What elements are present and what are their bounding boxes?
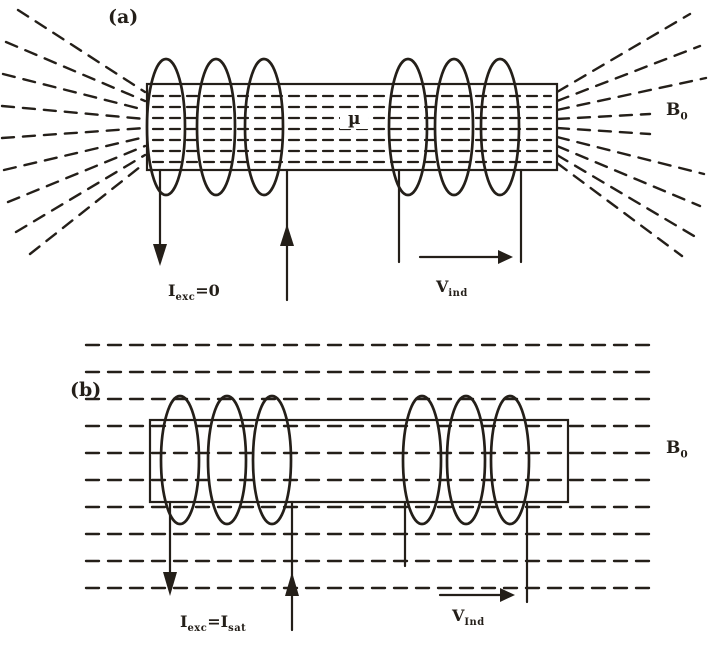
panel-b-tag: (b) [70,379,102,401]
pickup-coil-a [387,57,521,197]
field-symbol-b: B [666,438,681,458]
current-down-arrow-a [153,244,167,266]
excitation-subscript-a: exc [175,292,196,304]
field-symbol-a: B [666,100,681,120]
external-field-label-b: B0 [666,440,688,460]
field-lines-right-fan-a [555,12,708,258]
field-lines-left-fan-a [0,8,147,256]
field-subscript-b: 0 [680,448,689,461]
excitation-symbol-b: I [180,612,188,631]
external-field-label-a: B0 [666,102,688,122]
panel-a-tag: (a) [108,6,139,28]
field-subscript-a: 0 [680,110,689,123]
induced-voltage-right-arrow-a [498,250,513,264]
excitation-current-label-b: Iexc=Isat [180,614,246,634]
current-up-arrow-b [285,572,299,596]
excitation-symbol-a: I [168,281,176,300]
current-up-arrow-a [280,224,294,246]
induced-voltage-label-b: VInd [452,608,485,628]
excitation-current-label-a: Iexc=0 [168,283,220,303]
core-permeability-label-a: µ [340,110,369,129]
panel-a [0,8,708,302]
excitation-equals-b: =I [207,612,229,631]
voltage-symbol-b: V [452,606,465,625]
field-lines-uniform-b [84,343,660,590]
current-down-arrow-b [163,572,177,596]
core-bar-b [148,418,570,504]
excitation-coil-b [159,394,293,526]
pickup-coil-b [401,394,531,526]
voltage-subscript-a: ind [448,288,468,300]
excitation-value-a: =0 [195,281,220,300]
excitation-value-subscript-b: sat [228,623,247,635]
induced-voltage-label-a: Vind [436,279,468,299]
voltage-subscript-b: Ind [464,617,485,629]
voltage-symbol-a: V [436,277,449,296]
excitation-subscript-b: exc [187,623,208,635]
excitation-coil-a [145,57,285,197]
induced-voltage-right-arrow-b [500,588,515,602]
lead-wires-b [168,500,529,632]
panel-b [84,343,660,632]
